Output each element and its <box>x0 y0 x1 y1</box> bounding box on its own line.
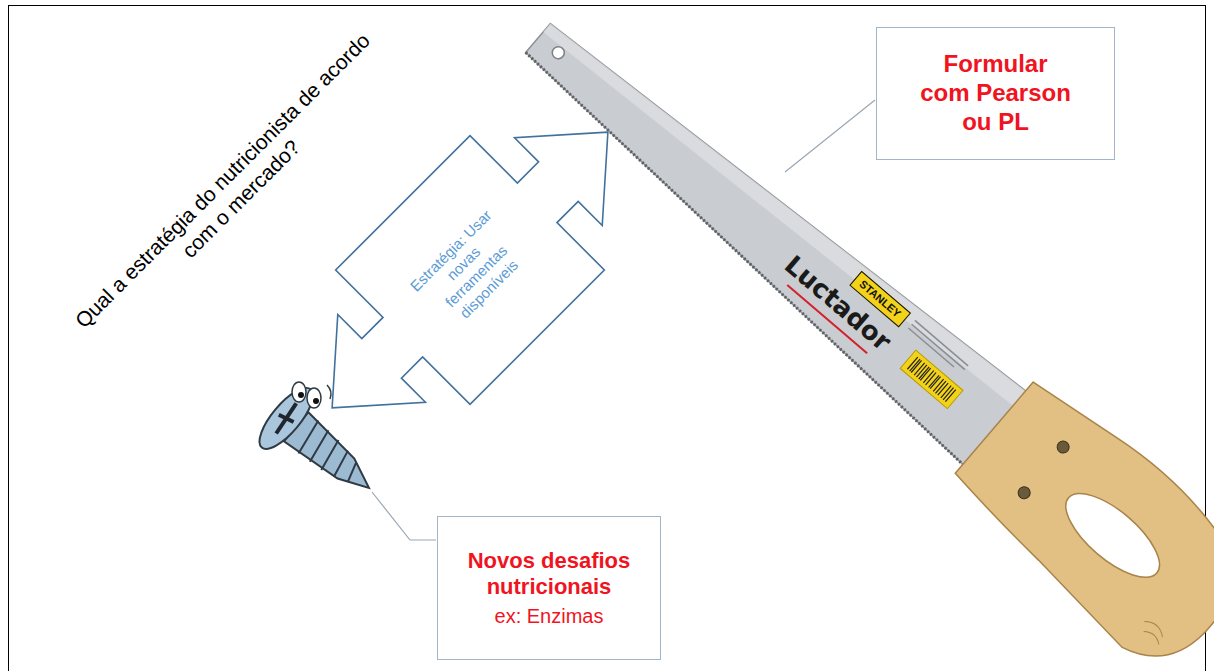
callout-box: Novos desafios nutricionais ex: Enzimas <box>437 516 661 660</box>
box-text-holder: Formular com Pearson ou PL <box>918 50 1074 136</box>
leader-line <box>785 100 875 172</box>
barcode <box>907 357 955 402</box>
sweat-mark <box>327 385 331 399</box>
screw-slot <box>269 399 304 437</box>
screw-pupil <box>298 392 304 398</box>
barcode-sticker <box>900 350 963 409</box>
node-heading: Novos desafios nutricionais <box>454 548 644 601</box>
screw-eye <box>307 388 321 408</box>
leader-line <box>372 492 436 540</box>
box-text-holder: Novos desafios nutricionais ex: Enzimas <box>454 548 644 629</box>
handle-rivet <box>1055 439 1072 456</box>
handle-grip-hole <box>1053 479 1172 591</box>
screw-head <box>251 380 321 456</box>
node-heading: Formular com Pearson ou PL <box>918 50 1074 136</box>
title: Qual a estratégia do nutricionista de ac… <box>61 19 402 360</box>
screw-pupil <box>313 398 319 404</box>
screw-eye <box>292 382 306 402</box>
blade-hole <box>550 44 567 61</box>
node-body: ex: Enzimas <box>454 604 644 628</box>
screw-thread <box>294 421 366 490</box>
handle-rivet <box>1016 484 1033 501</box>
double-arrow-shape: Estratégia: Usar novas ferramentas dispo… <box>330 130 610 410</box>
saw-handle <box>940 370 1214 671</box>
double-arrow-outline <box>332 132 608 408</box>
callout-box: Formular com Pearson ou PL <box>876 27 1115 160</box>
handle-emblem <box>1139 618 1167 645</box>
